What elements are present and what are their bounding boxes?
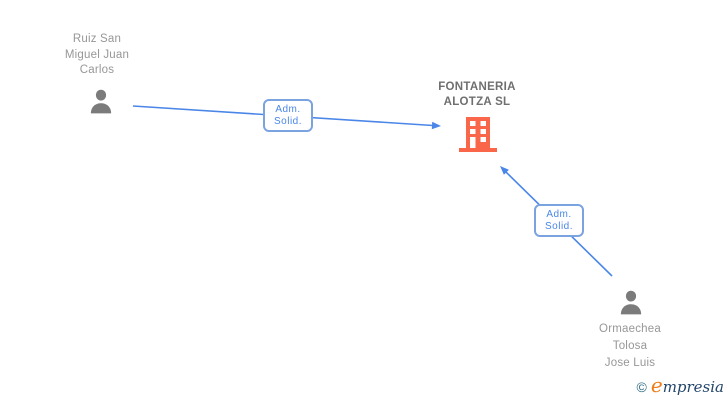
person-name-line: Ormaechea — [599, 323, 661, 335]
person-name-line: Carlos — [79, 64, 115, 76]
person-icon[interactable] — [616, 288, 646, 317]
edge-label-line: Adm. — [275, 103, 301, 115]
edge-arrowhead-ruiz-to-company — [431, 121, 441, 130]
company-name-line: FONTANERIA — [438, 81, 516, 93]
building-icon-glyph — [459, 117, 497, 152]
person-icon-glyph — [620, 290, 642, 315]
building-icon[interactable] — [459, 117, 497, 152]
person-name-line: Miguel Juan — [64, 48, 130, 61]
empresia-watermark: © empresia — [637, 373, 724, 397]
person-icon-glyph — [90, 89, 112, 114]
company-name-line: ALOTZA SL — [443, 96, 511, 108]
edge-arrowhead-ormaechea-to-company — [500, 166, 509, 175]
edge-label-line: Adm. — [546, 208, 572, 220]
empresia-logo-initial: e — [650, 373, 663, 397]
empresia-logo: empresia — [651, 373, 724, 397]
person-node-label-ruiz[interactable]: Ruiz San Miguel Juan Carlos — [27, 32, 167, 79]
person-name-line: Ruiz San — [72, 33, 122, 45]
copyright-icon: © — [636, 379, 647, 395]
person-icon[interactable] — [86, 87, 116, 116]
edge-label-line: Solid. — [273, 115, 302, 127]
person-name-line: Jose Luis — [604, 357, 656, 369]
company-node-label[interactable]: FONTANERIA ALOTZA SL — [397, 80, 557, 110]
edge-label-adm-solid-2: Adm. Solid. — [534, 204, 584, 237]
edge-label-adm-solid-1: Adm. Solid. — [263, 99, 313, 132]
empresia-logo-rest: mpresia — [662, 378, 724, 396]
person-node-label-ormaechea[interactable]: Ormaechea Tolosa Jose Luis — [560, 321, 700, 372]
person-name-line: Tolosa — [612, 340, 648, 352]
edge-label-line: Solid. — [544, 220, 573, 232]
